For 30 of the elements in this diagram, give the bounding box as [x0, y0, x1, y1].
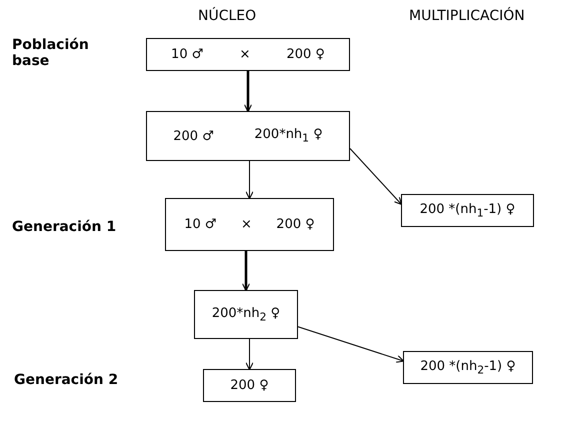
box-text: 200 ♂ — [173, 128, 214, 144]
arrow — [244, 71, 252, 112]
arrow — [242, 251, 250, 292]
box-text: 200 ♀ — [286, 47, 325, 62]
row-label: Generación 1 — [12, 219, 116, 235]
process-box — [146, 111, 350, 161]
row-label: Generación 2 — [14, 372, 118, 388]
box-text: × — [240, 217, 252, 232]
arrow — [298, 326, 404, 363]
column-heading: NÚCLEO — [198, 8, 256, 24]
box-text: 200 *(nh$_{2}$-1) ♀ — [420, 358, 516, 376]
box-text: × — [239, 47, 250, 62]
process-box — [194, 290, 298, 339]
process-box — [401, 194, 534, 227]
box-text: 10 ♂ — [171, 47, 204, 62]
process-box — [146, 38, 350, 71]
box-text: 200*nh$_{1}$ ♀ — [254, 127, 323, 145]
row-label: Población base — [12, 37, 90, 69]
arrow — [245, 160, 254, 200]
process-box — [165, 198, 334, 251]
arrow — [245, 338, 254, 370]
process-box — [403, 351, 533, 384]
box-text: 200 *(nh$_{1}$-1) ♀ — [420, 202, 516, 220]
box-text: 200 ♀ — [276, 217, 315, 232]
arrow — [350, 148, 402, 205]
process-box — [203, 369, 296, 402]
column-heading: MULTIPLICACIÓN — [409, 8, 525, 24]
box-text: 200 ♀ — [230, 378, 269, 393]
box-text: 200*nh$_{2}$ ♀ — [212, 306, 280, 324]
box-text: 10 ♂ — [184, 217, 217, 232]
